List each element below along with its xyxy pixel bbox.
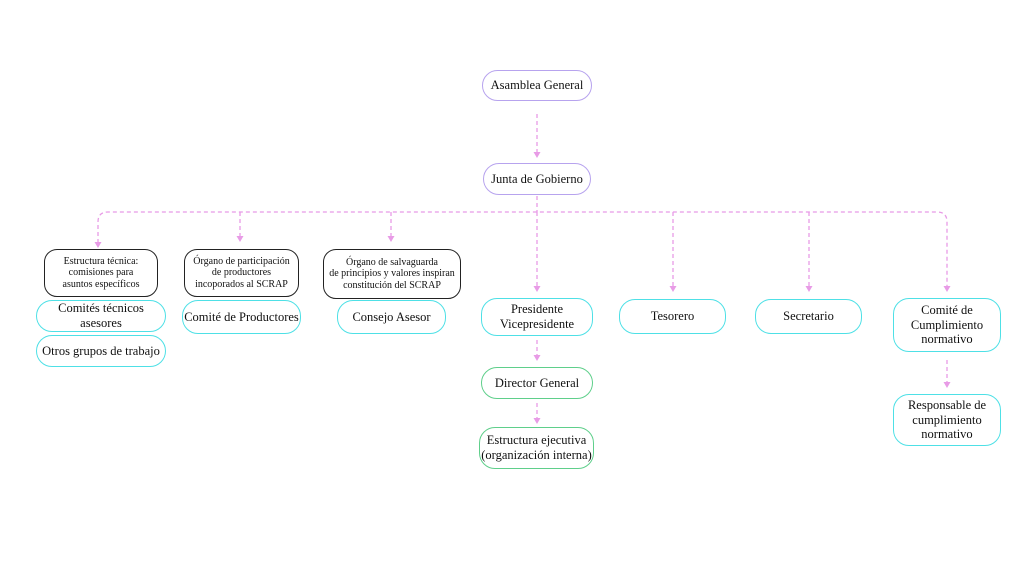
arrowhead <box>805 286 813 292</box>
secretario-node: Secretario <box>755 299 862 334</box>
presidente-node: Presidente Vicepresidente <box>481 298 593 336</box>
arrowhead <box>387 236 395 242</box>
arrowhead <box>943 286 951 292</box>
arrowhead <box>236 236 244 242</box>
arrowhead <box>669 286 677 292</box>
arrowhead <box>533 355 541 361</box>
director-general-node: Director General <box>481 367 593 399</box>
arrowhead <box>94 242 102 248</box>
organo-salvaguarda-node: Órgano de salvaguarda de principios y va… <box>323 249 461 299</box>
junta-de-gobierno-node: Junta de Gobierno <box>483 163 591 195</box>
estructura-tecnica-node: Estructura técnica: comisiones para asun… <box>44 249 158 297</box>
comite-productores-node: Comité de Productores <box>182 300 301 334</box>
responsable-cumplimiento-node: Responsable de cumplimiento normativo <box>893 394 1001 446</box>
arrowhead <box>533 418 541 424</box>
connector <box>97 211 948 287</box>
comite-cumplimiento-node: Comité de Cumplimiento normativo <box>893 298 1001 352</box>
asamblea-general-node: Asamblea General <box>482 70 592 101</box>
consejo-asesor-node: Consejo Asesor <box>337 300 446 334</box>
estructura-ejecutiva-node: Estructura ejecutiva (organización inter… <box>479 427 594 469</box>
organo-participacion-node: Órgano de participación de productores i… <box>184 249 299 297</box>
arrowhead <box>943 382 951 388</box>
arrowhead <box>533 286 541 292</box>
tesorero-node: Tesorero <box>619 299 726 334</box>
arrowhead <box>533 152 541 158</box>
otros-grupos-node: Otros grupos de trabajo <box>36 335 166 367</box>
comites-tecnicos-node: Comités técnicos asesores <box>36 300 166 332</box>
